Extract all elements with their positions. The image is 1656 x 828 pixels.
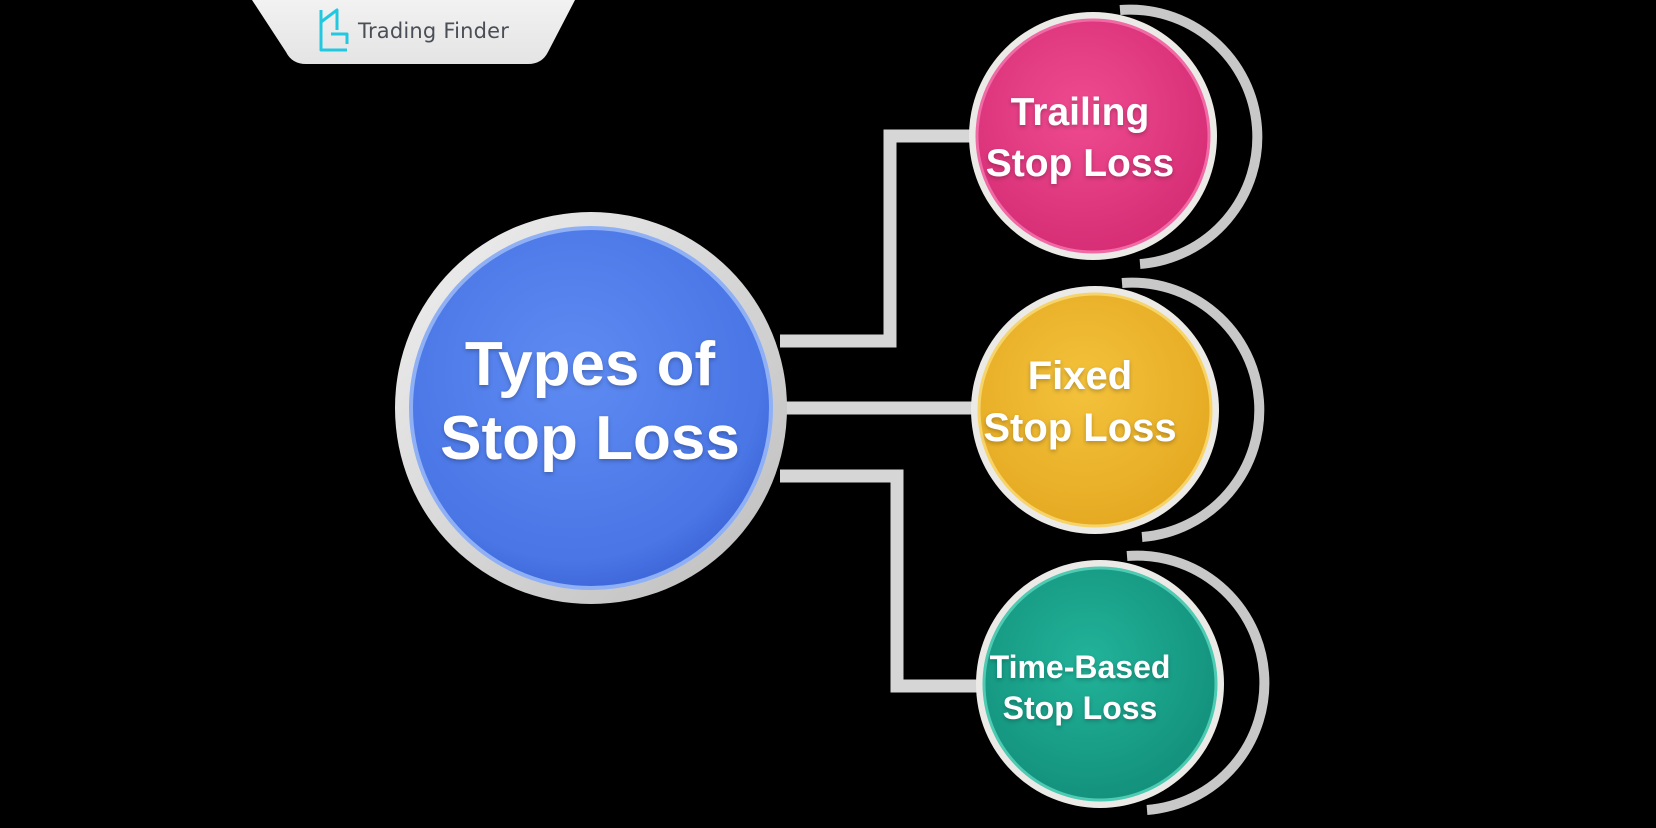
fixed-label-line1: Fixed [1027,354,1133,398]
trailing-label-line1: Trailing [1010,91,1150,134]
timebased-label: Time-Based Stop Loss [965,647,1195,729]
fixed-label: Fixed Stop Loss [965,350,1195,454]
trailing-label: Trailing Stop Loss [965,88,1195,189]
fixed-circle [971,277,1265,542]
brand-name: Trading Finder [358,19,510,43]
trailing-label-line2: Stop Loss [985,141,1175,185]
connector-lines [780,129,980,693]
fixed-label-line2: Stop Loss [983,406,1177,450]
center-label-line1: Types of [464,330,716,399]
timebased-circle [976,550,1270,815]
center-circle [395,212,787,604]
connector-trailing [780,129,975,348]
center-label: Types of Stop Loss [405,328,775,477]
timebased-label-line1: Time-Based [989,649,1171,685]
center-label-line2: Stop Loss [440,404,740,474]
timebased-label-line2: Stop Loss [1002,689,1158,726]
connector-timebased [780,469,980,693]
trailing-circle [969,4,1263,269]
